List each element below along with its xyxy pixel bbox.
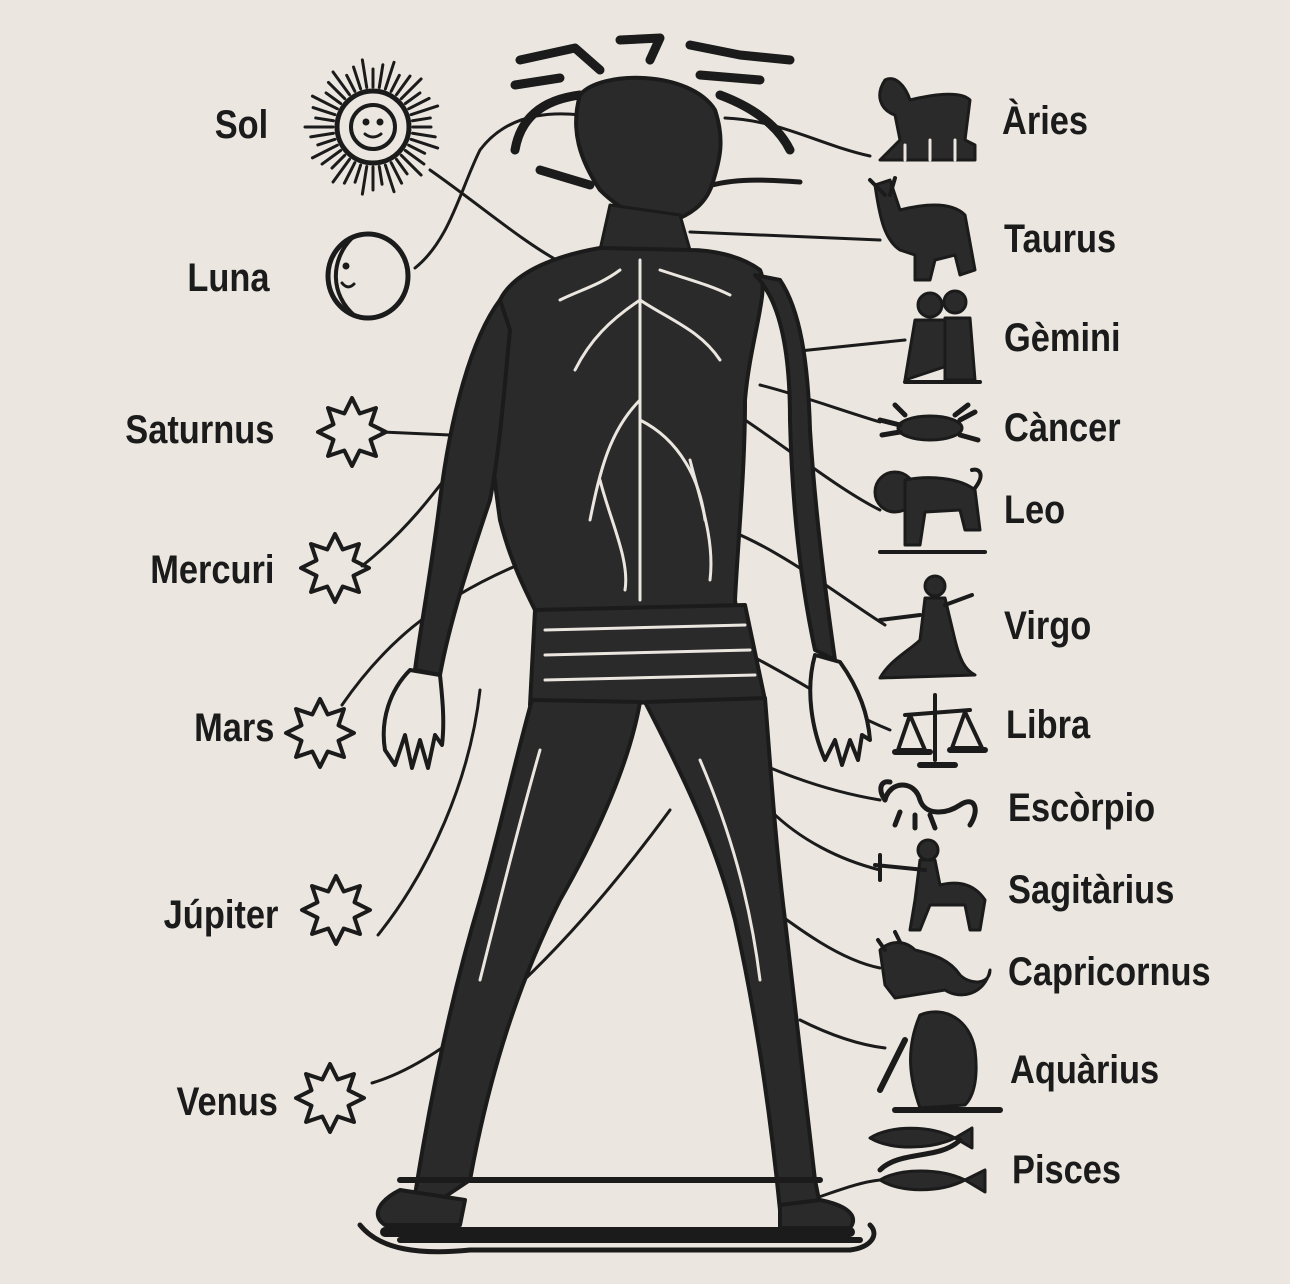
water-bearer-icon <box>877 1010 1003 1113</box>
star-icon-venus <box>294 1062 366 1134</box>
sun-ray <box>360 58 369 89</box>
sun-ray <box>409 137 440 150</box>
label-sagitarius: Sagitàrius <box>1008 868 1175 912</box>
connector-taurus <box>688 230 882 242</box>
star-icon-saturnus <box>316 396 388 468</box>
human-figure <box>357 33 877 1255</box>
label-cancer: Càncer <box>1004 406 1121 450</box>
sun-ray <box>314 116 335 123</box>
sun-ray <box>377 165 384 186</box>
sun-ray <box>407 143 427 155</box>
label-mercuri: Mercuri <box>149 548 274 592</box>
label-virgo: Virgo <box>1004 604 1092 648</box>
sun-ray <box>411 116 432 123</box>
sun-ray <box>331 70 351 97</box>
sun-ray <box>403 149 426 166</box>
connector-gemini <box>788 338 907 354</box>
sun-ray <box>395 157 409 176</box>
connector-pisces <box>808 1178 882 1202</box>
label-saturnus: Saturnus <box>124 408 274 452</box>
sun-ray <box>309 131 335 139</box>
connector-jupiter <box>376 688 482 937</box>
lion-icon <box>873 467 987 554</box>
sun-ray <box>409 104 440 117</box>
label-luna: Luna <box>187 256 270 300</box>
sun-ray <box>389 73 401 93</box>
sun-ray <box>407 96 431 111</box>
sun-ray <box>320 149 343 166</box>
star-icon-jupiter <box>300 874 372 946</box>
sun-ray <box>330 153 347 170</box>
label-aries: Àries <box>1002 99 1089 143</box>
connector-aquarius <box>798 1018 887 1050</box>
sun-ray <box>345 73 357 93</box>
sun-ray <box>342 161 357 185</box>
sun-ray <box>352 65 363 91</box>
sun-ray <box>399 153 423 177</box>
sun-ray <box>389 161 404 185</box>
sun-ray <box>411 131 437 139</box>
maiden-icon <box>878 574 977 680</box>
connector-aries <box>723 116 872 158</box>
label-pisces: Pisces <box>1012 1148 1122 1192</box>
ram-icon <box>878 77 977 162</box>
sun-ray <box>326 80 347 101</box>
bull-icon <box>868 176 977 282</box>
star-icon-mercuri <box>299 532 371 604</box>
sun-face-icon <box>303 58 440 196</box>
sun-ray <box>360 165 369 196</box>
goat-icon <box>876 930 992 1000</box>
sun-ray <box>324 91 343 105</box>
hair <box>510 33 795 190</box>
sun-ray <box>399 77 423 101</box>
sun-ray <box>383 60 396 91</box>
label-jupiter: Júpiter <box>163 893 278 937</box>
label-capricornus: Capricornus <box>1008 950 1211 994</box>
sun-ray <box>316 137 337 147</box>
label-libra: Libra <box>1006 703 1091 747</box>
sun-ray <box>403 91 422 105</box>
label-mars: Mars <box>193 706 274 750</box>
sun-ray <box>353 163 363 184</box>
label-leo: Leo <box>1004 488 1066 532</box>
moon-face-icon <box>325 231 411 321</box>
connector-sol <box>428 168 562 264</box>
crab-icon <box>877 402 981 443</box>
scorpion-icon <box>878 779 978 831</box>
label-aquarius: Aquàrius <box>1010 1048 1160 1092</box>
label-escorpio: Escòrpio <box>1008 786 1156 830</box>
star-icon-mars <box>284 697 356 769</box>
connector-sagitarius <box>768 808 882 872</box>
connector-mars <box>340 558 532 707</box>
connector-luna <box>413 112 602 270</box>
twins-icon <box>903 289 982 384</box>
fish-icon <box>868 1126 987 1194</box>
label-sol: Sol <box>214 103 268 147</box>
label-venus: Venus <box>176 1080 278 1124</box>
sun-ray <box>310 143 339 160</box>
sun-ray <box>383 163 396 194</box>
sun-ray <box>395 74 412 97</box>
archer-icon <box>873 838 987 932</box>
label-taurus: Taurus <box>1004 217 1117 261</box>
sun-ray <box>311 106 337 117</box>
sun-ray <box>310 94 339 111</box>
sun-ray <box>331 157 351 184</box>
connector-cancer <box>758 383 882 424</box>
scales-icon <box>892 693 988 768</box>
label-gemini: Gèmini <box>1004 316 1121 360</box>
sun-ray <box>377 63 385 89</box>
